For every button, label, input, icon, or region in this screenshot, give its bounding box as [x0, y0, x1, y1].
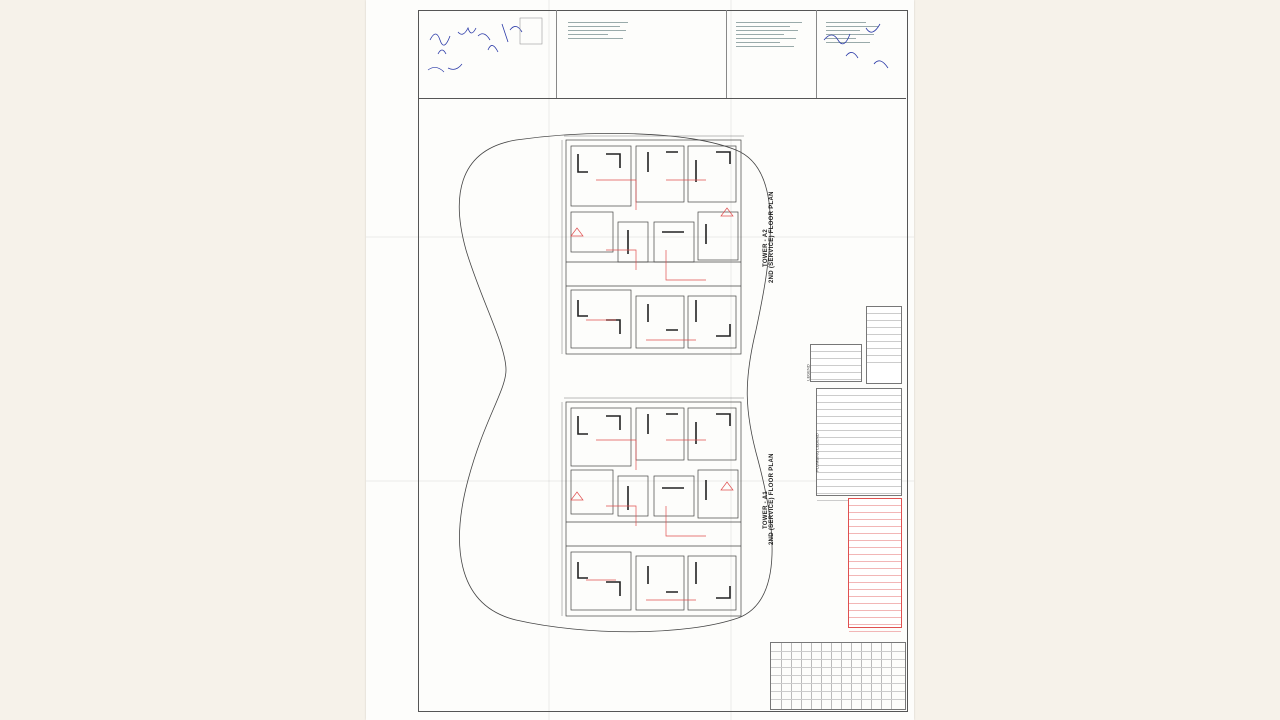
tower-a1-redlines	[570, 439, 734, 601]
tower-a1-title-block: TOWER - A1 2ND (SERVICE) FLOOR PLAN	[763, 453, 775, 545]
floor-plan-drawing	[458, 133, 773, 633]
plumbing-legend-table	[816, 388, 902, 501]
tower-a1-walls	[577, 413, 731, 599]
title-block-stamps	[418, 10, 557, 98]
dimension-lines	[561, 135, 744, 616]
site-boundary	[458, 133, 773, 633]
plumbing-legend-label: PLUMBING LEGEND	[814, 433, 820, 472]
title-block-text-lines	[568, 22, 628, 42]
tower-a2-redlines	[570, 179, 734, 341]
tower-a2-subtitle: 2ND (SERVICE) FLOOR PLAN	[769, 191, 775, 283]
red-notes-box	[848, 498, 902, 632]
legend-table	[810, 344, 862, 382]
drawing-frame	[418, 10, 908, 712]
signature-marks	[427, 17, 543, 73]
tower-a2-walls	[577, 151, 731, 337]
approval-signatures	[823, 23, 889, 69]
tower-a1-plan	[565, 401, 742, 617]
title-block-project	[726, 10, 817, 98]
tower-a1-subtitle: 2ND (SERVICE) FLOOR PLAN	[769, 453, 775, 545]
tower-a2-plan	[565, 139, 742, 355]
drawing-sheet: TOWER - A2 2ND (SERVICE) FLOOR PLAN TOWE…	[366, 0, 914, 720]
legend-label: LEGEND	[805, 364, 811, 381]
title-block	[418, 10, 906, 99]
pipe-symbol-list	[866, 306, 902, 384]
title-block-notes	[556, 10, 727, 98]
title-block-text-lines	[736, 22, 806, 50]
schedule-table	[770, 642, 906, 710]
tower-a2-title-block: TOWER - A2 2ND (SERVICE) FLOOR PLAN	[763, 191, 775, 283]
